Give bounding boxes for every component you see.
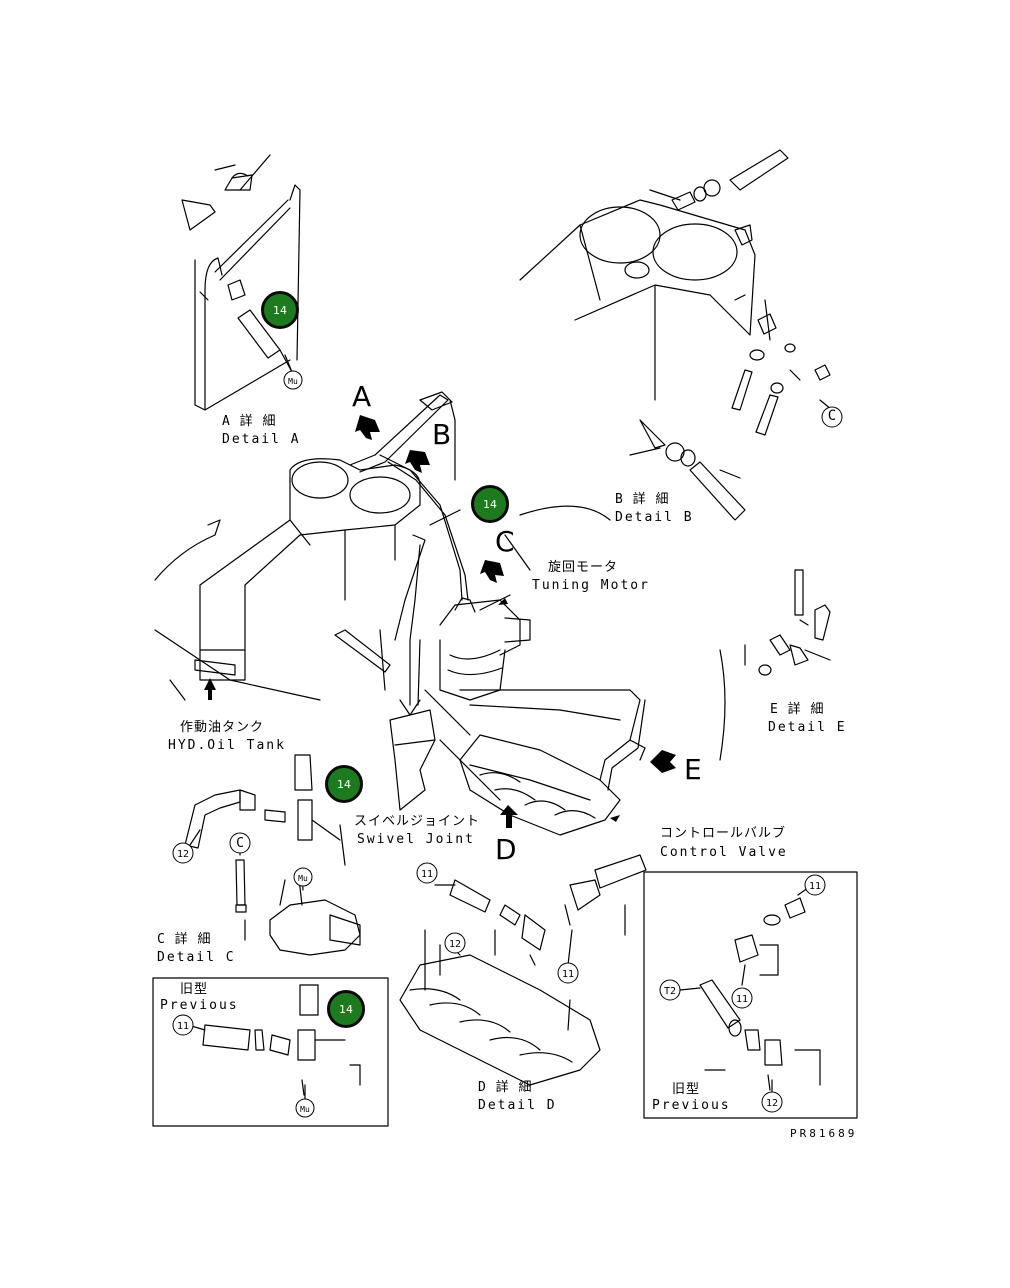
detail-d-label-ja: D 詳 細 bbox=[478, 1080, 533, 1095]
detail-d-label-en: Detail D bbox=[478, 1098, 557, 1113]
marker-label: 14 bbox=[273, 303, 287, 317]
mu-callout-a-text: Mu bbox=[288, 377, 298, 386]
detail-e-drawing bbox=[744, 569, 831, 676]
control-valve-label-en: Control Valve bbox=[660, 845, 788, 860]
detail-c-label-ja: C 詳 細 bbox=[157, 932, 212, 947]
n12-callout-prev-r bbox=[761, 1091, 783, 1113]
n11-callout-prev-r2-text: 11 bbox=[735, 994, 749, 1005]
n12-callout-d-text: 12 bbox=[448, 939, 462, 950]
previous-right-frame bbox=[643, 871, 858, 1119]
n11-callout-prev-r2 bbox=[731, 987, 753, 1009]
marker-label: 14 bbox=[337, 777, 351, 791]
hyd-tank-label-ja: 作動油タンク bbox=[180, 720, 265, 735]
view-arrows bbox=[204, 415, 676, 828]
n11-callout-prev-r1 bbox=[804, 874, 826, 896]
view-letter-a: A bbox=[352, 380, 372, 413]
previous-left-frame bbox=[152, 977, 389, 1127]
main-assembly-drawing bbox=[154, 391, 726, 836]
control-valve-label-ja: コントロールバルブ bbox=[660, 826, 787, 841]
c-ref-callout-c-text: C bbox=[236, 836, 244, 851]
drawing-number: PR81689 bbox=[790, 1127, 858, 1140]
view-letter-b: B bbox=[432, 418, 452, 451]
n11-callout-prev-r1-text: 11 bbox=[808, 881, 822, 892]
detail-e-label-en: Detail E bbox=[768, 720, 847, 735]
n12-callout-c-text: 12 bbox=[176, 849, 190, 860]
swivel-joint-label-ja: スイベルジョイント bbox=[354, 814, 481, 829]
c-ref-callout-b bbox=[821, 406, 843, 428]
part-14-marker-previous[interactable]: 14 bbox=[327, 990, 365, 1028]
mu-callout-a bbox=[283, 370, 303, 390]
marker-label: 14 bbox=[483, 497, 497, 511]
marker-label: 14 bbox=[339, 1002, 353, 1016]
swing-motor-label-en: Tuning Motor bbox=[532, 578, 650, 593]
t2-callout bbox=[659, 979, 681, 1001]
swivel-joint-label-en: Swivel Joint bbox=[357, 832, 475, 847]
n11-callout-prev-l-text: 11 bbox=[176, 1021, 190, 1032]
detail-a-label-en: Detail A bbox=[222, 432, 301, 447]
t2-callout-text: T2 bbox=[663, 986, 677, 997]
hyd-tank-label-en: HYD.Oil Tank bbox=[168, 738, 286, 753]
n11-callout-d2 bbox=[557, 962, 579, 984]
detail-e-label-ja: E 詳 細 bbox=[770, 702, 825, 717]
part-14-marker-main[interactable]: 14 bbox=[471, 485, 509, 523]
n11-callout-prev-l bbox=[172, 1014, 194, 1036]
mu-callout-prev-l-text: Mu bbox=[300, 1105, 310, 1114]
previous-right-drawing bbox=[699, 897, 821, 1091]
view-letter-c: C bbox=[495, 525, 515, 558]
n11-callout-d1-text: 11 bbox=[420, 869, 434, 880]
detail-b-drawing bbox=[519, 149, 831, 521]
part-14-marker-detail-c[interactable]: 14 bbox=[325, 765, 363, 803]
n12-callout-prev-r-text: 12 bbox=[765, 1098, 779, 1109]
n11-callout-d2-text: 11 bbox=[561, 969, 575, 980]
detail-a-drawing bbox=[181, 154, 301, 411]
mu-callout-prev-l bbox=[295, 1098, 315, 1118]
n12-callout-c bbox=[172, 842, 194, 864]
swing-motor-label-ja: 旋回モータ bbox=[548, 560, 619, 575]
detail-a-label-ja: A 詳 細 bbox=[222, 414, 277, 429]
previous-right-label-en: Previous bbox=[652, 1098, 731, 1113]
previous-left-label-en: Previous bbox=[160, 998, 239, 1013]
detail-d-drawing bbox=[399, 854, 647, 1086]
c-ref-callout-b-text: C bbox=[827, 408, 837, 424]
n12-callout-d bbox=[444, 932, 466, 954]
mu-callout-c bbox=[293, 867, 313, 887]
previous-right-label-ja: 旧型 bbox=[672, 1082, 701, 1097]
mu-callout-c-text: Mu bbox=[298, 874, 308, 883]
detail-b-label-en: Detail B bbox=[615, 510, 694, 525]
view-letter-e: E bbox=[684, 753, 702, 786]
c-ref-callout-c bbox=[229, 832, 251, 854]
detail-c-drawing bbox=[184, 754, 361, 956]
view-letter-d: D bbox=[495, 833, 517, 866]
previous-left-label-ja: 旧型 bbox=[180, 982, 209, 997]
detail-c-label-en: Detail C bbox=[157, 950, 236, 965]
detail-b-label-ja: B 詳 細 bbox=[615, 492, 670, 507]
n11-callout-d1 bbox=[416, 862, 438, 884]
part-14-marker-detail-a[interactable]: 14 bbox=[261, 291, 299, 329]
previous-left-drawing bbox=[202, 984, 361, 1096]
